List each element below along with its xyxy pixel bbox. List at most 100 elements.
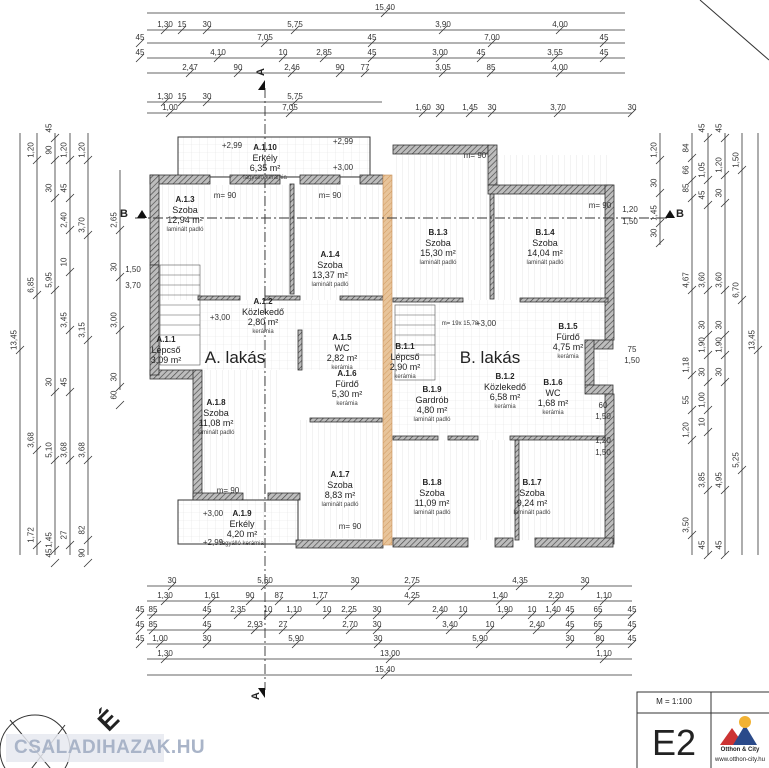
- top-dimension-label: 45: [135, 33, 145, 42]
- right-dimension-label: 45: [697, 190, 707, 200]
- room-name: Szoba: [425, 238, 451, 248]
- dimension-tick: [160, 97, 170, 107]
- dimension-tick: [737, 165, 747, 175]
- dimension-tick: [407, 596, 417, 606]
- dimension-tick: [360, 68, 370, 78]
- dimension-tick: [687, 405, 697, 415]
- room-code: A.1.7: [330, 470, 350, 479]
- right-dimension-label: 30: [697, 320, 707, 330]
- top-dimension-label: 90: [335, 63, 345, 72]
- dimension-tick: [367, 38, 377, 48]
- room-name: WC: [334, 343, 350, 353]
- left-dimension-label: 6,85: [26, 277, 36, 293]
- room-name: WC: [545, 388, 561, 398]
- room-name: Szoba: [172, 205, 198, 215]
- bottom-dimension-label: 2,75: [404, 576, 420, 585]
- bottom-dimension-label: 30: [565, 634, 575, 643]
- dimension-tick: [233, 68, 243, 78]
- room-name: Lépcső: [390, 352, 420, 362]
- top-dimension-label: 30: [435, 103, 445, 112]
- room-code: A.1.2: [253, 297, 273, 306]
- bottom-dimension-label: 45: [202, 605, 212, 614]
- window-note: 1,50: [595, 412, 611, 421]
- dimension-tick: [687, 435, 697, 445]
- dimension-tick: [703, 350, 713, 360]
- dimension-tick: [32, 290, 42, 300]
- window-note: 60: [598, 401, 608, 410]
- right-dimension-label: 45: [714, 123, 724, 133]
- bottom-dimension-label: 2,35: [230, 605, 246, 614]
- dimension-tick: [135, 625, 145, 635]
- bottom-dimension-label: 80: [595, 634, 605, 643]
- right-dimension-label: 45: [714, 540, 724, 550]
- right-dimension-label: 3,85: [697, 472, 707, 488]
- room-name: Fürdő: [556, 332, 580, 342]
- right-dimension-label: 30: [714, 188, 724, 198]
- logo-name: Otthon & City: [720, 747, 760, 753]
- dimension-tick: [289, 610, 299, 620]
- dimension-tick: [115, 225, 125, 235]
- dimension-tick: [83, 230, 93, 240]
- dimension-tick: [599, 38, 609, 48]
- bottom-dimension-label: 1,10: [286, 605, 302, 614]
- room-floor: fagyálló kerámia: [243, 175, 287, 181]
- room-name: Erkély: [252, 153, 278, 163]
- left-dimension-label: 10: [59, 257, 69, 267]
- door-note: m= 90: [463, 151, 487, 160]
- dimension-tick: [720, 485, 730, 495]
- bottom-dimension-label: 45: [135, 605, 145, 614]
- dimension-tick: [287, 68, 297, 78]
- dimension-tick: [627, 625, 637, 635]
- bottom-dimension-label: 45: [135, 620, 145, 629]
- dimension-tick: [115, 400, 125, 410]
- bottom-dimension-label: 45: [565, 620, 575, 629]
- room-code: B.1.6: [543, 378, 563, 387]
- window-note: 1,50: [624, 356, 640, 365]
- section-a-marker-top: [258, 80, 265, 90]
- dimension-tick: [487, 38, 497, 48]
- dimension-tick: [500, 610, 510, 620]
- bottom-dimension-label: 27: [278, 620, 288, 629]
- top-dimension-label: 15: [177, 92, 187, 101]
- room-name: Közlekedő: [241, 307, 285, 317]
- top-dimension-label: 4,00: [552, 20, 568, 29]
- level-mark: +3,00: [332, 163, 354, 172]
- door-note: m= 90: [338, 522, 362, 531]
- dimension-tick: [65, 267, 75, 277]
- level-mark: +3,00: [202, 509, 224, 518]
- dimension-tick: [32, 445, 42, 455]
- left-dimension-label: 60: [109, 390, 119, 400]
- dimension-tick: [165, 108, 175, 118]
- dimension-tick: [83, 535, 93, 545]
- top-dimension-label: 45: [135, 48, 145, 57]
- bottom-dimension-label: 1,77: [312, 591, 328, 600]
- dimension-tick: [720, 285, 730, 295]
- top-dimension-label: 90: [233, 63, 243, 72]
- left-dimension-label: 3,45: [59, 312, 69, 328]
- section-b-label-right: B: [676, 208, 684, 220]
- right-dimension-label: 45: [697, 123, 707, 133]
- room-area: 6,35 m²: [249, 163, 281, 173]
- dimension-tick: [278, 625, 288, 635]
- top-dimension-label: 45: [367, 33, 377, 42]
- left-dimension-label: 1,72: [26, 527, 36, 543]
- dimension-tick: [50, 133, 60, 143]
- section-a-label-bottom: A: [249, 692, 262, 700]
- left-dimension-label: 3,68: [59, 442, 69, 458]
- room-floor: kerámia: [542, 410, 564, 416]
- top-dimension-label: 30: [202, 20, 212, 29]
- right-dimension-label: 30: [649, 178, 659, 188]
- right-dimension-label: 1,90: [714, 337, 724, 353]
- dimension-tick: [65, 225, 75, 235]
- dimension-tick: [372, 625, 382, 635]
- dimension-tick: [627, 610, 637, 620]
- room-floor: kerámia: [336, 401, 358, 407]
- dimension-tick: [135, 610, 145, 620]
- right-dimension-label: 30: [697, 367, 707, 377]
